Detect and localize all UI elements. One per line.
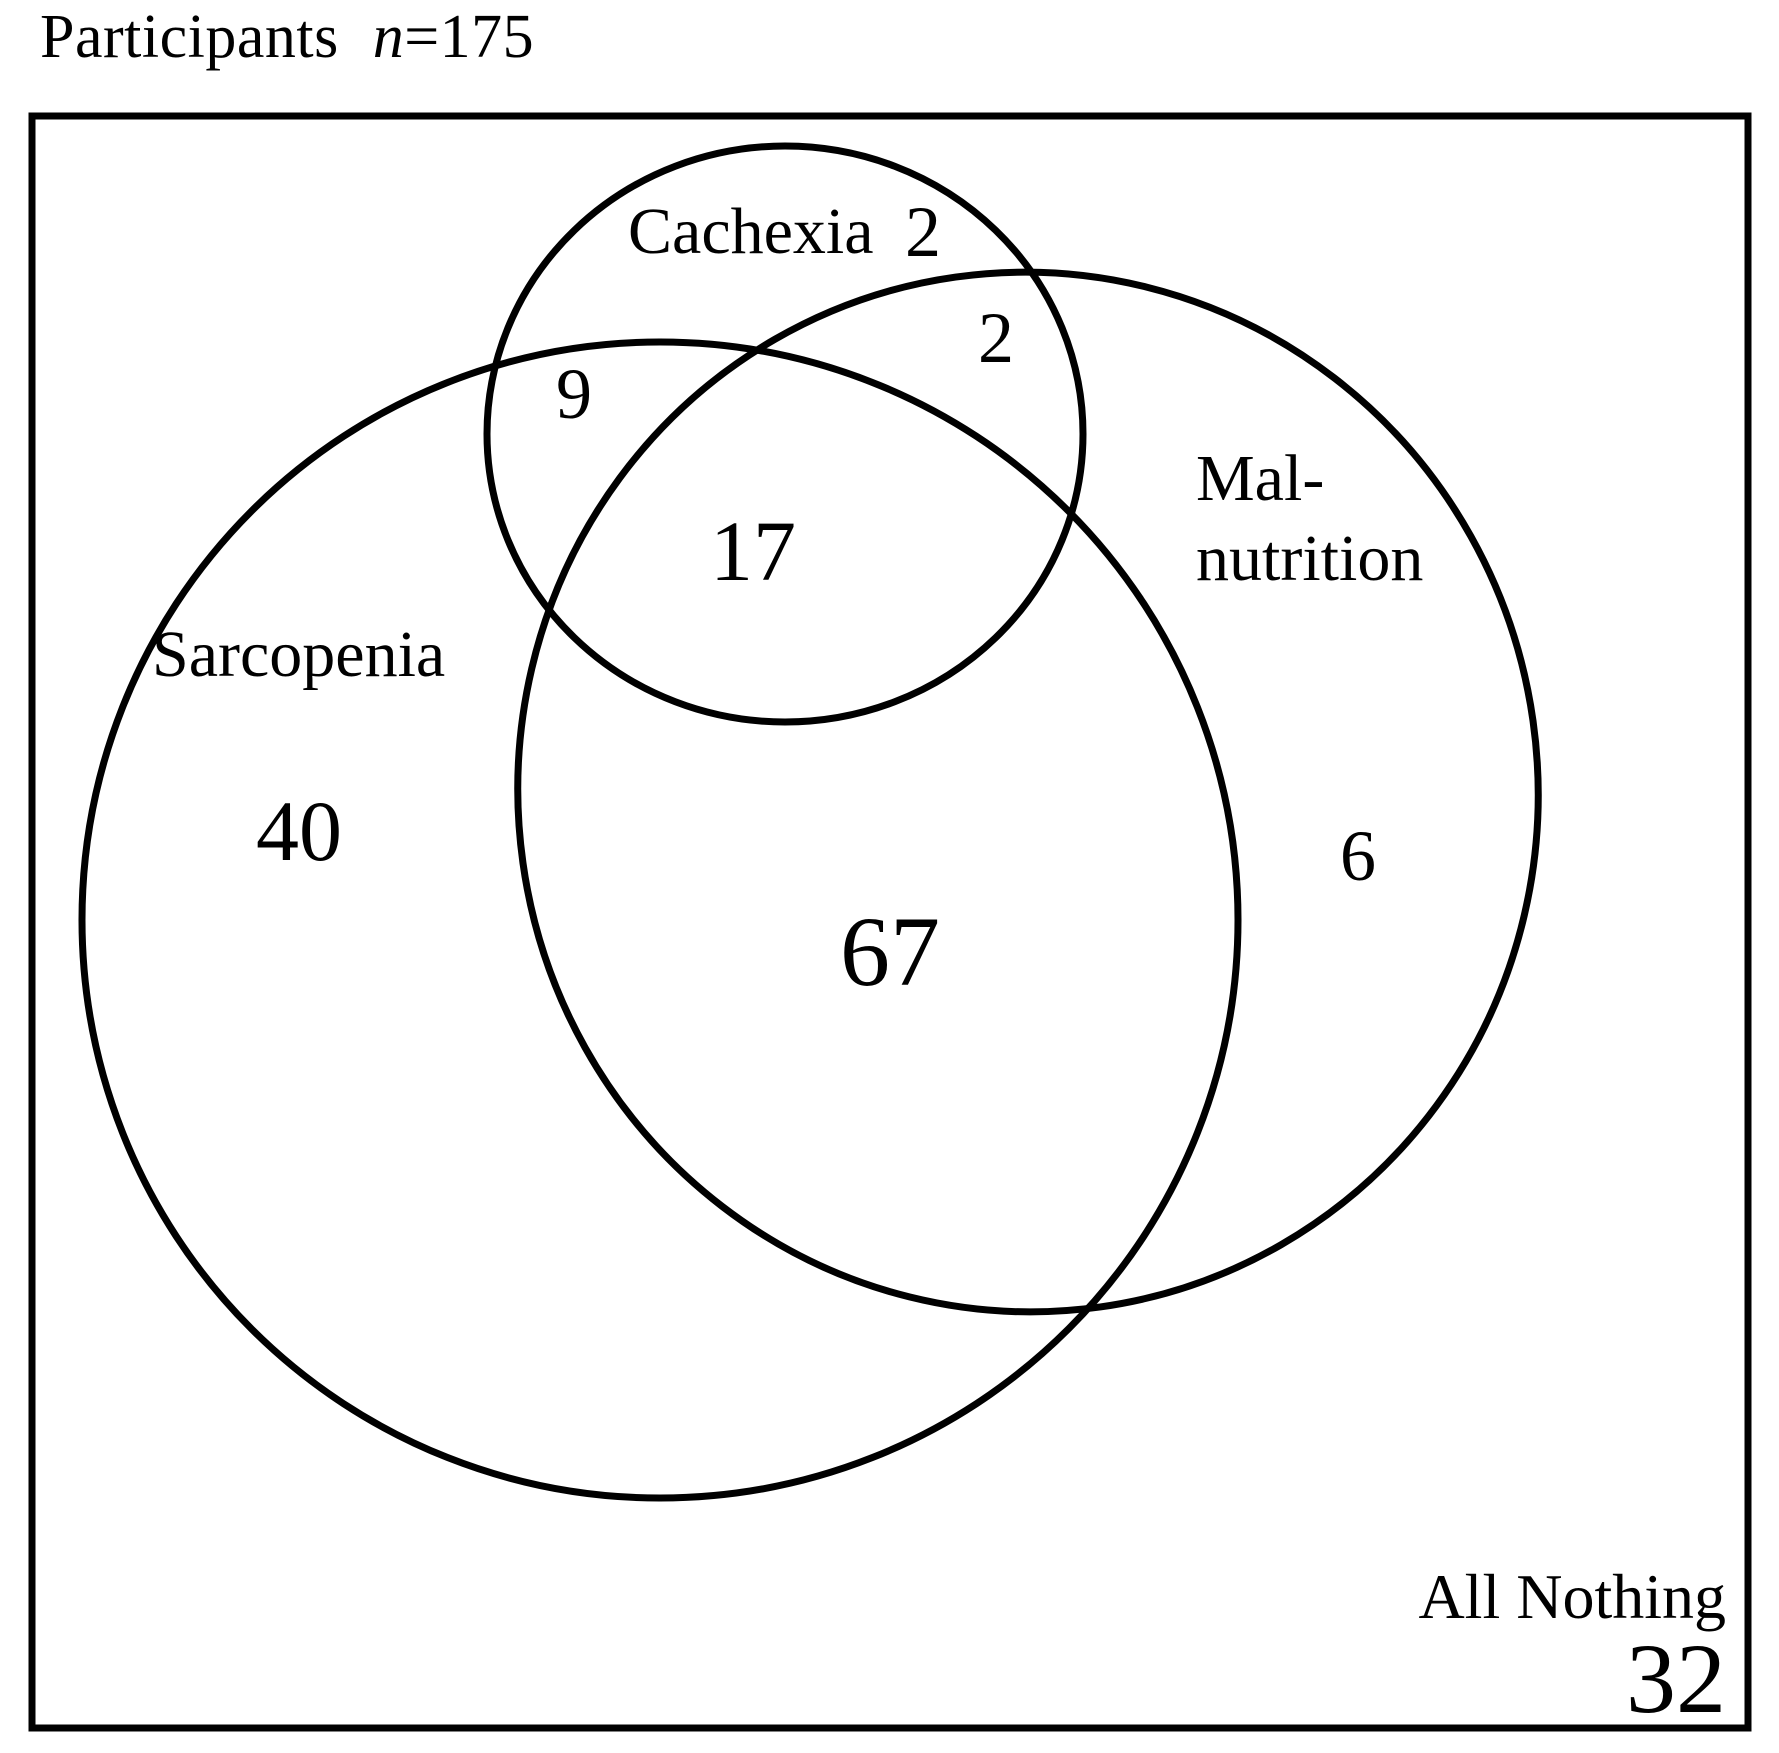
sarcopenia-label: Sarcopenia (152, 618, 445, 691)
page-title: Participants n=175 (40, 6, 534, 68)
malnutrition-only-count: 6 (1340, 816, 1376, 896)
malnutrition-ellipse (514, 268, 1542, 1316)
malnutrition-label-line1: Mal- (1196, 442, 1324, 515)
n-value: =175 (404, 3, 535, 71)
all-three-count: 17 (710, 503, 796, 599)
cachexia-ellipse (483, 142, 1087, 726)
sarcopenia-malnutrition-count: 67 (840, 896, 940, 1007)
cachexia-only-count: 2 (905, 192, 941, 272)
sarcopenia-only-count: 40 (256, 783, 342, 879)
all-nothing-label: All Nothing (1418, 1561, 1726, 1632)
cachexia-label: Cachexia (628, 195, 874, 268)
n-symbol: n (372, 3, 405, 71)
all-nothing-count: 32 (1626, 1623, 1726, 1734)
diagram-frame (28, 112, 1752, 1732)
malnutrition-label-line2: nutrition (1196, 522, 1423, 595)
sarcopenia-cachexia-count: 9 (556, 354, 592, 434)
participants-label: Participants (40, 3, 339, 71)
sarcopenia-circle (78, 338, 1242, 1502)
cachexia-malnutrition-count: 2 (978, 298, 1014, 378)
